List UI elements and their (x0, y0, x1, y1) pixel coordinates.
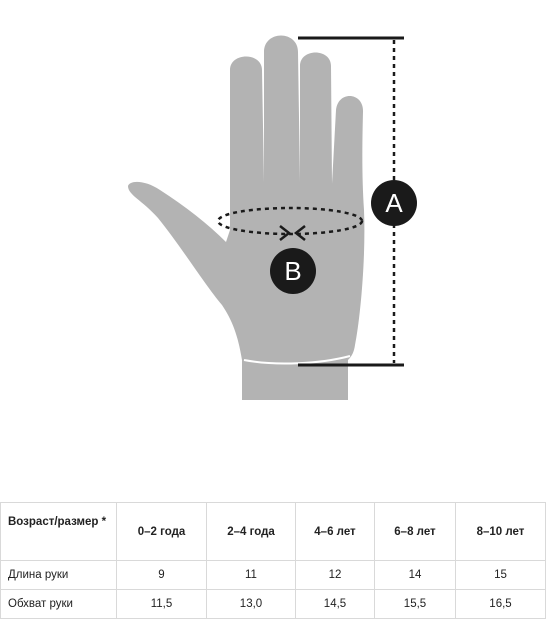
badge-a: A (371, 180, 417, 226)
table-header-row: Возраст/размер * 0–2 года 2–4 года 4–6 л… (0, 502, 546, 561)
hand-silhouette (128, 35, 365, 400)
wrist-line (243, 355, 351, 365)
table-row: Длина руки 9 11 12 14 15 (0, 560, 546, 590)
column-header: 2–4 года (206, 502, 296, 561)
column-header: 8–10 лет (455, 502, 546, 561)
table-row: Обхват руки 11,5 13,0 14,5 15,5 16,5 (0, 589, 546, 619)
circumference-ellipse (216, 206, 364, 236)
table-cell: 12 (295, 560, 375, 590)
badge-a-label: A (385, 188, 403, 218)
table-cell: 11,5 (116, 589, 207, 619)
circumference-arrow-left (279, 225, 292, 241)
table-cell: 14,5 (295, 589, 375, 619)
size-table: Возраст/размер * 0–2 года 2–4 года 4–6 л… (0, 502, 546, 619)
badge-b: B (270, 248, 316, 294)
table-cell: 13,0 (206, 589, 296, 619)
row-label: Длина руки (0, 560, 117, 590)
hand-measurement-diagram: A B (128, 35, 417, 400)
table-cell: 9 (116, 560, 207, 590)
table-cell: 11 (206, 560, 296, 590)
header-age-size: Возраст/размер * (0, 502, 117, 561)
table-cell: 16,5 (455, 589, 546, 619)
row-label: Обхват руки (0, 589, 117, 619)
column-header: 4–6 лет (295, 502, 375, 561)
table-cell: 15 (455, 560, 546, 590)
column-header: 6–8 лет (374, 502, 456, 561)
circumference-arrow-right (293, 225, 306, 241)
column-header: 0–2 года (116, 502, 207, 561)
table-cell: 14 (374, 560, 456, 590)
badge-b-label: B (284, 256, 301, 286)
table-cell: 15,5 (374, 589, 456, 619)
